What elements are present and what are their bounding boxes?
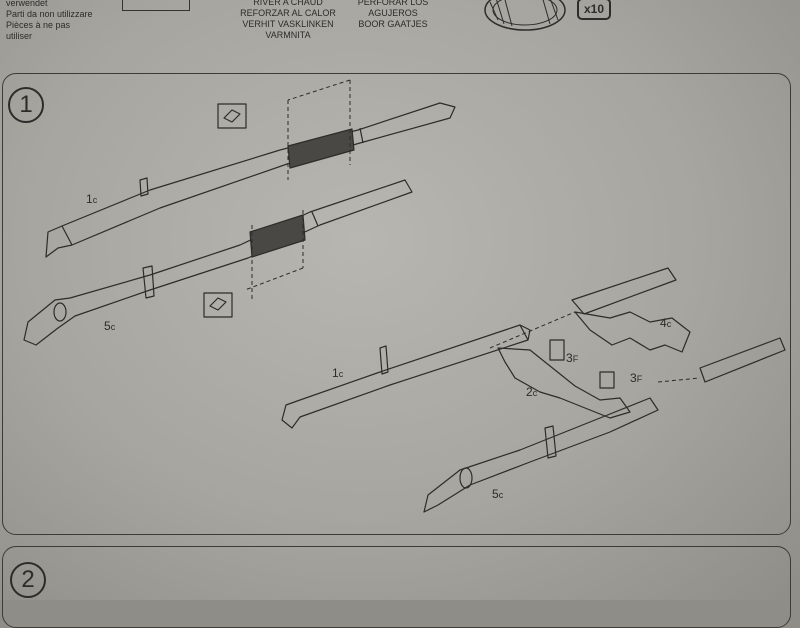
step-1-panel (2, 73, 791, 535)
frame-rail-5c-upper (23, 179, 413, 346)
crossmember-4c (574, 311, 691, 353)
part-label: 3F (630, 371, 643, 385)
guide-lines (244, 79, 701, 383)
frame-rail-right-front (571, 267, 786, 383)
step-number: 2 (10, 562, 46, 598)
heat-rivet-icon (217, 103, 247, 129)
header-center-line: VERHIT VASKLINKEN VARMNITA (242, 19, 334, 40)
header-center-line: REFORZAR AL CALOR (240, 8, 336, 18)
header-drill-holes-note: PERFORAR LOS AGUJEROS BOOR GAATJES (338, 0, 448, 30)
frame-rail-5c-assembled (423, 397, 659, 513)
bracket-3f (549, 339, 565, 361)
reinforcement-plate-upper (287, 128, 355, 169)
legend-box (122, 0, 190, 11)
step-number: 1 (8, 87, 44, 123)
part-label: 5c (104, 319, 116, 333)
part-label: 5c (492, 487, 504, 501)
part-label: 3F (566, 351, 579, 365)
header-right-line: PERFORAR LOS AGUJEROS (357, 0, 429, 18)
header-left-line: Pièces à ne pas (6, 20, 71, 30)
header-left-line: utiliser (6, 31, 33, 41)
bracket-3f (599, 371, 615, 389)
quantity-badge: x10 (577, 0, 611, 20)
frame-rail-1c-upper (45, 102, 456, 258)
reinforcement-plate-lower (249, 214, 306, 258)
part-label: 1c (332, 366, 344, 380)
header-heat-rivet-note: RIVER A CHAUD REFORZAR AL CALOR VERHIT V… (228, 0, 348, 41)
instruction-sheet (0, 0, 800, 600)
part-label: 4c (660, 316, 672, 330)
header-left-line: Parti da non utilizzare (6, 9, 93, 19)
crossmember-2c (497, 347, 631, 419)
frame-rail-1c-assembled (281, 324, 531, 429)
header-right-line: BOOR GAATJES (358, 19, 428, 29)
tire-icon (484, 0, 566, 31)
header-center-line: RIVER A CHAUD (253, 0, 323, 7)
assembly-diagram (23, 79, 786, 513)
header-unused-parts-note: verwendet Parti da non utilizzare Pièces… (6, 0, 126, 42)
header-left-line: verwendet (6, 0, 48, 8)
part-label: 1c (86, 192, 98, 206)
part-label: 2c (526, 385, 538, 399)
heat-rivet-icon (203, 292, 233, 318)
